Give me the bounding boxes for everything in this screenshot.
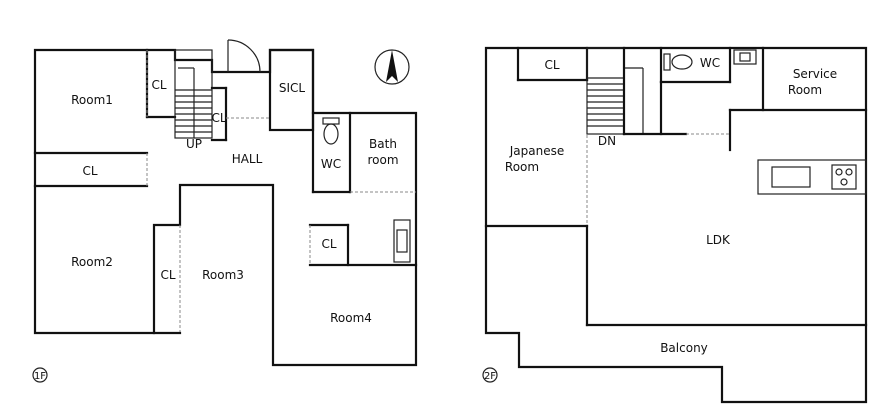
closet-label: CL xyxy=(82,164,97,178)
staircase-icon xyxy=(586,47,644,135)
closet-label: CL xyxy=(151,78,166,92)
floor2-marker-label: 2F xyxy=(484,371,496,382)
floor-2-plan xyxy=(484,46,868,404)
service-room-label-line1: Service xyxy=(793,67,837,81)
door-swing-icon xyxy=(227,39,261,73)
wc-label: WC xyxy=(321,157,341,171)
japanese-room-label-line2: Room xyxy=(505,160,539,174)
closet-label: CL xyxy=(160,268,175,282)
sicl-closet xyxy=(268,48,315,132)
staircase-icon xyxy=(174,49,213,139)
room3-label: Room3 xyxy=(202,268,244,282)
sink-icon xyxy=(733,49,757,65)
room4-label: Room4 xyxy=(330,311,372,325)
balcony-label: Balcony xyxy=(660,341,708,355)
service-room-label-line2: Room xyxy=(788,83,822,97)
hall-label: HALL xyxy=(232,152,263,166)
ldk-label: LDK xyxy=(706,233,731,247)
floor1-marker xyxy=(32,367,48,383)
wc-label: WC xyxy=(700,56,720,70)
bath-label-line2: room xyxy=(367,153,398,167)
floor-1-plan xyxy=(33,39,418,367)
stair-down-label: DN xyxy=(598,134,616,148)
closet-label: CL xyxy=(544,58,559,72)
room2-label: Room2 xyxy=(71,255,113,269)
sink-icon xyxy=(393,219,411,263)
floor2-marker xyxy=(482,367,498,383)
closet-label: CL xyxy=(211,111,226,125)
north-arrow-icon xyxy=(374,49,410,85)
stove-icon xyxy=(757,159,867,195)
sicl-label: SICL xyxy=(279,81,306,95)
toilet-icon xyxy=(322,117,340,145)
toilet-icon xyxy=(663,53,693,71)
closet-label: CL xyxy=(321,237,336,251)
japanese-room-label-line1: Japanese xyxy=(509,144,565,158)
floor1-marker-label: 1F xyxy=(34,371,46,382)
stair-up-label: UP xyxy=(186,137,202,151)
room1-label: Room1 xyxy=(71,93,113,107)
bath-label-line1: Bath xyxy=(369,137,397,151)
